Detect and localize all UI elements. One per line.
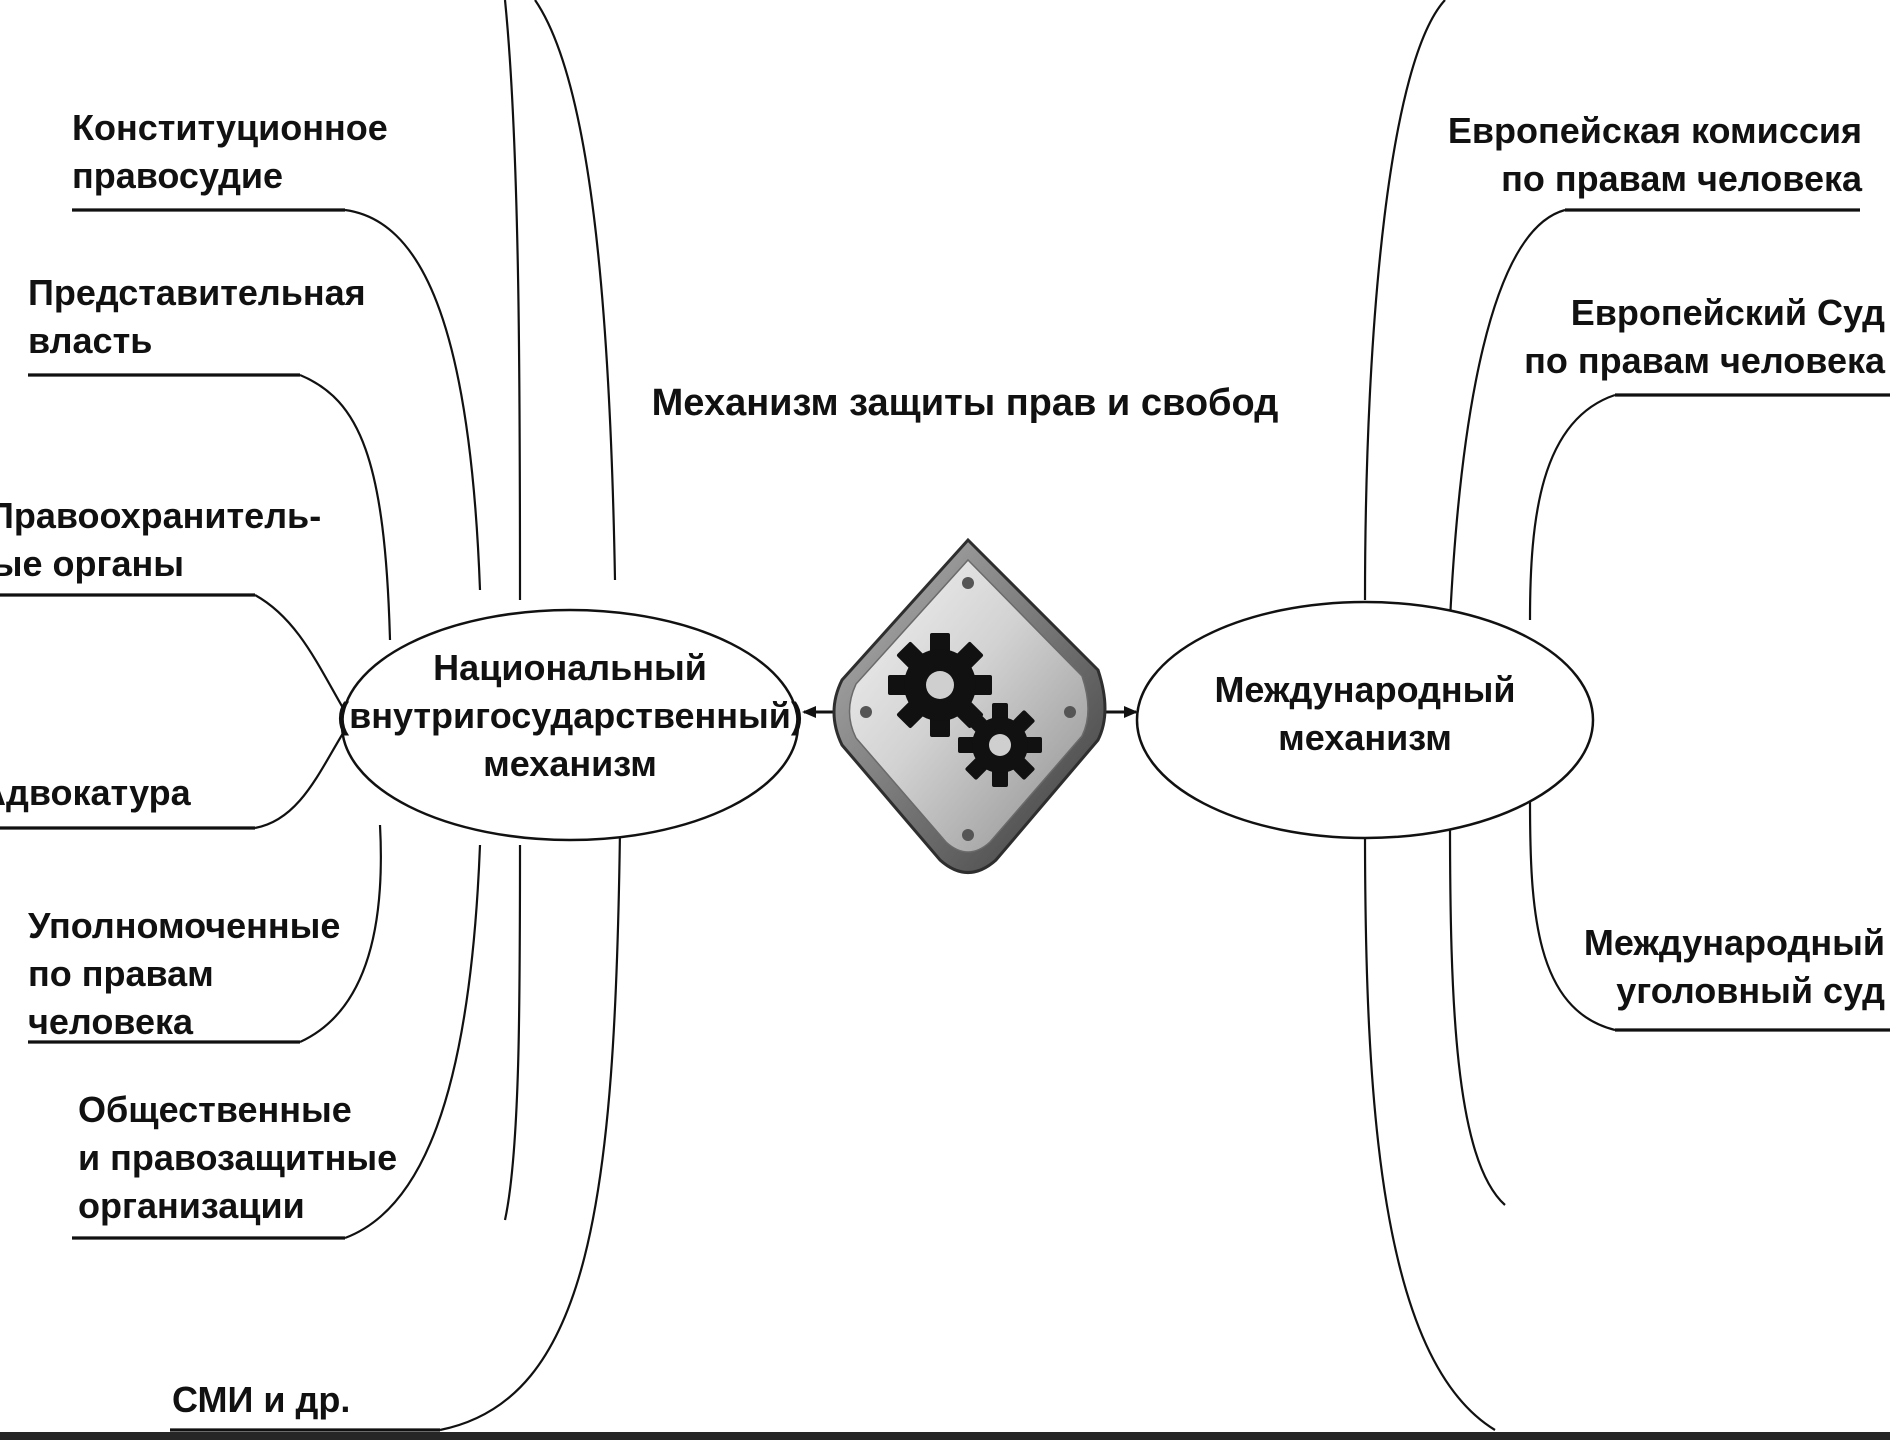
branch-line-outer-top (534, 0, 617, 581)
branch-line-media (439, 829, 622, 1432)
branch-line-ngo (344, 844, 482, 1240)
branch-line-representative (299, 373, 392, 641)
international-mechanism-node (1135, 600, 1595, 840)
gear-small (958, 703, 1042, 787)
branch-line-constitutional (344, 208, 482, 591)
branch-line-echr-court (1528, 393, 1616, 621)
rivet-right (1064, 706, 1076, 718)
rivet-top (962, 577, 974, 589)
branch-line-right-lower (1448, 819, 1506, 1206)
branch-line-inner-bottom (503, 844, 522, 1221)
branch-line-echr-commission (1448, 208, 1566, 621)
international-underlines (1565, 208, 1890, 1032)
label-advocacy: Адвокатура (0, 772, 192, 813)
national-underlines (0, 208, 440, 1432)
label-media: СМИ и др. (172, 1379, 350, 1420)
branch-line-right-outer-bottom (1363, 829, 1496, 1431)
branch-line-advocacy (254, 729, 346, 830)
bottom-bar (0, 1432, 1890, 1440)
branch-line-inner-top (503, 0, 522, 601)
branch-line-lawenforcement (254, 594, 351, 721)
international-branch-lines (1363, 0, 1616, 1431)
branch-line-icc (1528, 799, 1616, 1032)
rivet-left (860, 706, 872, 718)
gears-icon (832, 537, 1107, 874)
national-branch-lines (254, 0, 622, 1432)
branch-line-ombudsman (299, 824, 382, 1043)
diagram-title: Механизм защиты прав и свобод (652, 382, 1279, 424)
rivet-bottom (962, 829, 974, 841)
branch-line-right-outer-top (1363, 0, 1446, 601)
gear-large (888, 633, 992, 737)
label-lawenforcement: Правоохранитель-ные органы (0, 495, 321, 584)
national-mechanism-node (340, 608, 800, 842)
national-mechanism-label: Национальный(внутригосударственный)механ… (337, 647, 803, 784)
